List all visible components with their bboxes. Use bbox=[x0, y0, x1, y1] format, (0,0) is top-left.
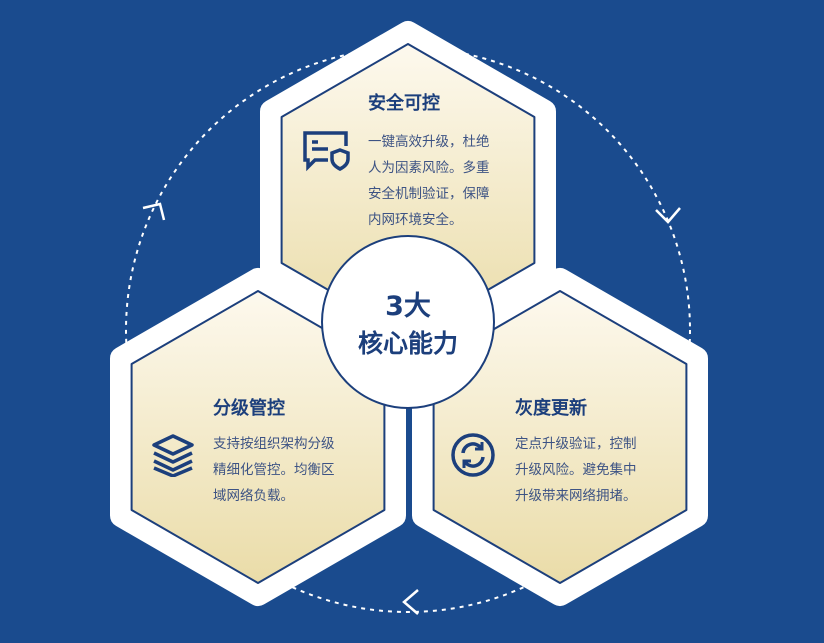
cycle-arrow-bottom bbox=[402, 589, 419, 615]
center-line-1: 3大 bbox=[385, 291, 431, 322]
card-body-gray-update: 定点升级验证，控制 升级风险。避免集中 升级带来网络拥堵。 bbox=[515, 431, 637, 509]
cycle-dashed-circle bbox=[125, 47, 691, 613]
body-line: 人为因素风险。多重 bbox=[368, 160, 490, 176]
refresh-icon bbox=[451, 433, 495, 477]
body-line: 升级风险。避免集中 bbox=[515, 462, 637, 478]
message-shield-icon bbox=[303, 131, 350, 172]
card-title-gray-update: 灰度更新 bbox=[515, 398, 587, 419]
body-line: 一键高效升级，杜绝 bbox=[368, 134, 490, 150]
body-line: 安全机制验证，保障 bbox=[368, 186, 490, 202]
center-circle bbox=[321, 235, 495, 409]
card-body-security: 一键高效升级，杜绝 人为因素风险。多重 安全机制验证，保障 内网环境安全。 bbox=[368, 129, 490, 233]
body-line: 内网环境安全。 bbox=[368, 212, 463, 228]
layers-icon bbox=[152, 434, 194, 477]
card-title-tiered: 分级管控 bbox=[213, 398, 285, 419]
cycle-arrow-right bbox=[655, 207, 681, 224]
body-line: 支持按组织架构分级 bbox=[213, 436, 335, 452]
body-line: 域网络负载。 bbox=[213, 488, 294, 504]
body-line: 精细化管控。均衡区 bbox=[213, 462, 335, 478]
body-line: 升级带来网络拥堵。 bbox=[515, 488, 637, 504]
card-title-security: 安全可控 bbox=[368, 93, 440, 114]
body-line: 定点升级验证，控制 bbox=[515, 436, 637, 452]
center-line-2: 核心能力 bbox=[357, 329, 458, 358]
cycle-arrow-left bbox=[142, 202, 166, 221]
card-body-tiered: 支持按组织架构分级 精细化管控。均衡区 域网络负载。 bbox=[213, 431, 335, 509]
